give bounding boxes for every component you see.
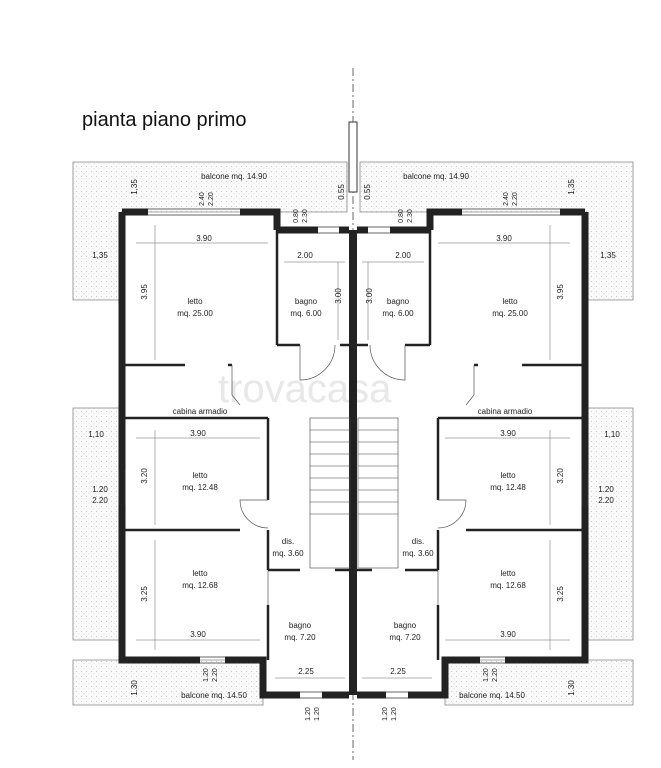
window-height-labels: 2.40 2.20 2.40 2.20 0.80 2.30 0.80 2.30 … <box>199 192 519 721</box>
dim-height: 3.00 <box>334 288 343 304</box>
balcony-label: balcone mq. 14.90 <box>403 172 469 181</box>
room-name: letto <box>192 471 208 480</box>
room-area: mq. 7.20 <box>284 633 316 642</box>
room-name: letto <box>500 471 516 480</box>
room-name: letto <box>187 297 203 306</box>
dim-window: 2.20 <box>208 192 215 206</box>
room-area: mq. 12.48 <box>182 483 218 492</box>
dim-height: 3.25 <box>556 586 565 602</box>
windows <box>118 208 589 699</box>
room-name: bagno <box>394 621 417 630</box>
room-area: mq. 6.00 <box>382 309 414 318</box>
dim-chimney: 0.55 <box>337 184 346 200</box>
room-name: bagno <box>289 621 312 630</box>
room-labels: letto mq. 25.00 bagno mq. 6.00 bagno mq.… <box>173 297 533 642</box>
dim-window: 1.20 <box>382 707 389 721</box>
dim-width: 3.90 <box>190 630 206 639</box>
dim-window: 2.20 <box>92 496 108 505</box>
dim-balcony: 1,35 <box>567 179 576 195</box>
room-area: mq. 3.60 <box>402 549 434 558</box>
vertical-dimension-labels: 3.95 3.95 3.00 3.00 3.20 3.20 3.25 3.25 … <box>130 179 576 696</box>
dim-window: 0.80 <box>398 209 405 223</box>
dim-balcony: 1,35 <box>600 251 616 260</box>
dim-balcony: 1,35 <box>92 251 108 260</box>
dim-width: 2.25 <box>390 667 406 676</box>
dim-window: 2.30 <box>302 209 309 223</box>
room-area: mq. 6.00 <box>290 309 322 318</box>
balconies <box>72 161 634 706</box>
stairs <box>309 417 399 569</box>
plan-title: pianta piano primo <box>82 109 247 131</box>
room-name: dis. <box>412 537 424 546</box>
dim-height: 3.95 <box>140 284 149 300</box>
dimension-labels: 3.90 3.90 2.00 2.00 3.90 3.90 3.90 3.90 … <box>88 234 620 676</box>
dim-window: 1.20 <box>92 485 108 494</box>
dim-width: 3.90 <box>190 429 206 438</box>
dim-window: 0.80 <box>293 209 300 223</box>
dim-balcony: 1,10 <box>88 430 104 439</box>
balcony-labels: balcone mq. 14.90 balcone mq. 14.90 balc… <box>181 172 525 700</box>
room-name: cabina armadio <box>173 407 228 416</box>
room-area: mq. 7.20 <box>389 633 421 642</box>
balcony-top-left <box>72 161 348 301</box>
dim-window: 2.40 <box>503 192 510 206</box>
doors <box>231 344 475 605</box>
dim-width: 3.90 <box>496 234 512 243</box>
room-area: mq. 12.68 <box>182 581 218 590</box>
room-name: letto <box>502 297 518 306</box>
dim-height: 3.95 <box>556 284 565 300</box>
dim-window: 1.20 <box>391 707 398 721</box>
dim-width: 2.00 <box>395 251 411 260</box>
dim-balcony: 1.30 <box>130 680 139 696</box>
dim-width: 2.25 <box>298 667 314 676</box>
dim-window: 1.20 <box>203 668 210 682</box>
dim-balcony: 1.30 <box>567 680 576 696</box>
dim-window: 2.20 <box>512 192 519 206</box>
balcony-right-side <box>584 407 634 641</box>
dim-window: 2.40 <box>199 192 206 206</box>
room-name: bagno <box>295 297 318 306</box>
center-chimney <box>348 121 358 193</box>
room-name: dis. <box>282 537 294 546</box>
dim-height: 3.25 <box>140 586 149 602</box>
interior-walls <box>122 230 585 660</box>
dim-window: 1.20 <box>598 485 614 494</box>
dim-window: 1.20 <box>314 707 321 721</box>
room-area: mq. 3.60 <box>272 549 304 558</box>
dim-chimney: 0.55 <box>363 184 372 200</box>
room-area: mq. 25.00 <box>177 309 213 318</box>
balcony-left-side <box>72 407 123 641</box>
dimension-lines <box>136 225 570 679</box>
dim-balcony: 1,35 <box>130 179 139 195</box>
watermark: trovacasa <box>218 367 392 411</box>
dim-height: 3.20 <box>556 468 565 484</box>
balcony-label: balcone mq. 14.50 <box>181 691 247 700</box>
dim-width: 3.90 <box>196 234 212 243</box>
dim-window: 2.20 <box>598 496 614 505</box>
room-name: letto <box>500 569 516 578</box>
dim-width: 2.00 <box>297 251 313 260</box>
room-name: letto <box>192 569 208 578</box>
dim-window: 1.20 <box>305 707 312 721</box>
room-area: mq. 12.68 <box>490 581 526 590</box>
room-area: mq. 12.48 <box>490 483 526 492</box>
dim-window: 2.20 <box>492 668 499 682</box>
dim-window: 2.30 <box>407 209 414 223</box>
dim-window: 1.20 <box>483 668 490 682</box>
dim-window: 2.20 <box>212 668 219 682</box>
balcony-label: balcone mq. 14.50 <box>459 691 525 700</box>
dim-width: 3.90 <box>500 429 516 438</box>
dim-balcony: 1,10 <box>604 430 620 439</box>
room-area: mq. 25.00 <box>492 309 528 318</box>
dim-height: 3.20 <box>140 468 149 484</box>
room-name: bagno <box>387 297 410 306</box>
exterior-walls <box>118 208 589 699</box>
balcony-label: balcone mq. 14.90 <box>201 172 267 181</box>
dim-width: 3.90 <box>500 630 516 639</box>
dim-height: 3.00 <box>365 288 374 304</box>
room-name: cabina armadio <box>478 407 533 416</box>
